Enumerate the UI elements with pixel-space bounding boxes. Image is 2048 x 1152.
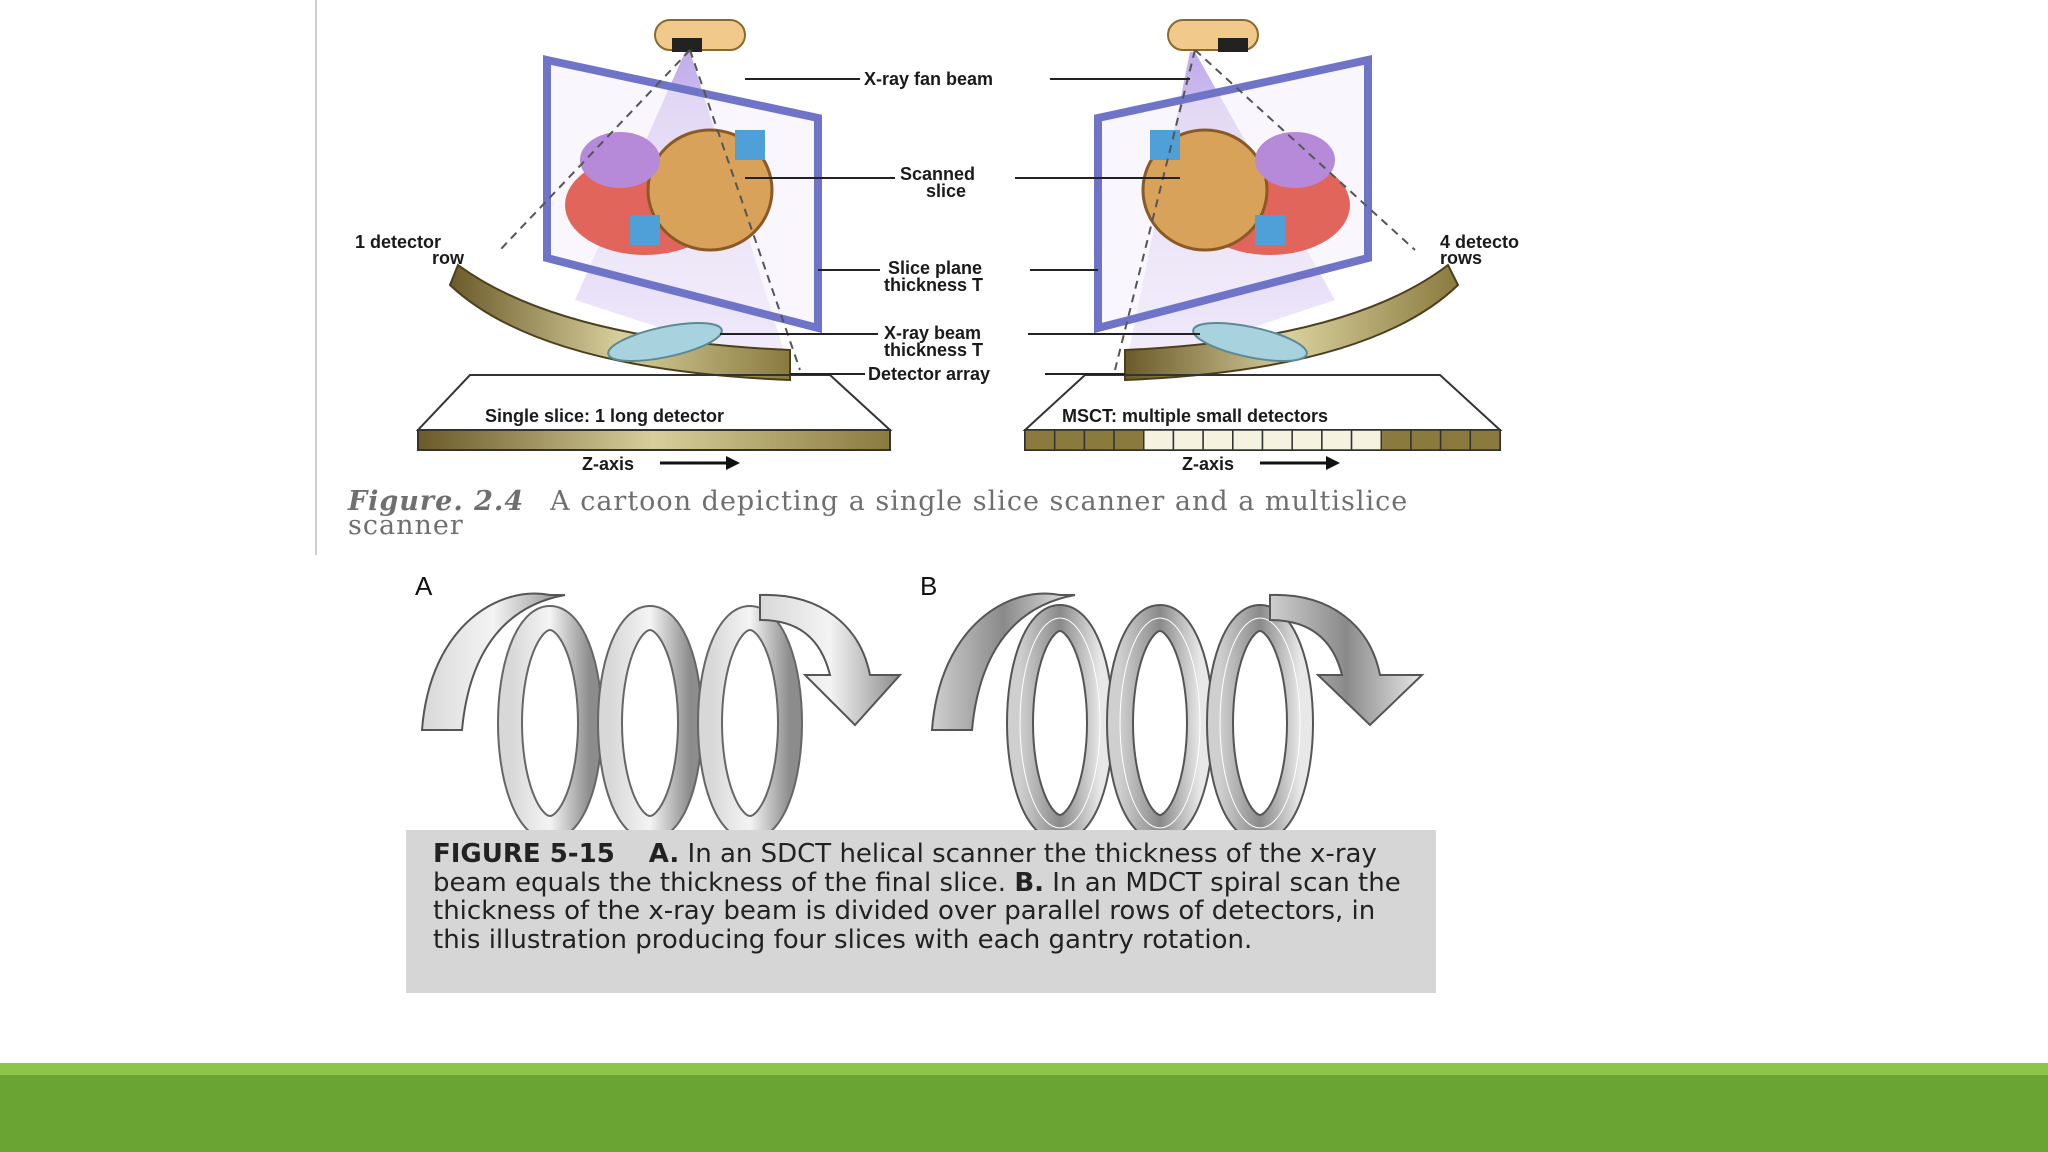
panel-label-a: A	[415, 571, 433, 601]
spiral-b-multislice	[930, 592, 1425, 835]
fan-beam-label: X-ray fan beam	[864, 69, 993, 89]
detector-array-label: Detector array	[868, 364, 990, 384]
msct-detector-cell	[1261, 429, 1293, 451]
center-labels: X-ray fan beam Scanned slice Slice plane…	[720, 66, 1200, 386]
panel-label-b: B	[920, 571, 937, 601]
msct-detector-cell	[1291, 429, 1323, 451]
spiral-a-single-slice	[420, 592, 903, 835]
single-slice-scanner: Single slice: 1 long detector Z-axis 1 d…	[355, 19, 893, 474]
four-detector-label-line2: rows	[1440, 248, 1482, 268]
heart-illustration-right	[1141, 128, 1350, 255]
msct-detector-cell	[1024, 429, 1056, 451]
figure-2-4-text: A cartoon depicting a single slice scann…	[348, 486, 1409, 541]
slice-plane-label-line1: Slice plane	[888, 258, 982, 278]
msct-detector-cells	[1024, 429, 1501, 451]
one-detector-label-line1: 1 detector	[355, 232, 441, 252]
figure-5-15-caption: FIGURE 5-15 A. In an SDCT helical scanner…	[433, 840, 1423, 954]
msct-detector-cell	[1053, 429, 1086, 451]
caption-a-label: A.	[648, 839, 680, 869]
z-axis-label-right: Z-axis	[1182, 454, 1234, 474]
multislice-scanner: MSCT: multiple small detectors Z-axis 4 …	[1022, 19, 1519, 474]
four-detector-label-line1: 4 detecto	[1440, 232, 1519, 252]
footer-accent-line	[0, 1063, 2048, 1075]
scanner-comparison-figure: Single slice: 1 long detector Z-axis 1 d…	[315, 0, 1519, 555]
scanned-slice-label-line2: slice	[926, 181, 966, 201]
detector-row-left	[448, 263, 791, 382]
figure-5-15-label: FIGURE 5-15	[433, 839, 615, 869]
msct-detector-cell	[1172, 429, 1204, 451]
one-detector-label-line2: row	[432, 248, 465, 268]
slice-plane-label-line2: thickness T	[884, 275, 983, 295]
heart-illustration-left	[565, 128, 774, 255]
single-slice-label: Single slice: 1 long detector	[485, 406, 724, 426]
figure-5-15-caption-box: FIGURE 5-15 A. In an SDCT helical scanner…	[406, 830, 1436, 993]
helical-scan-figure: A B	[415, 571, 1425, 835]
msct-detector-cell	[1350, 429, 1382, 451]
beam-thickness-ellipse-left	[607, 322, 723, 362]
long-detector-bar	[417, 429, 891, 451]
caption-b-label: B.	[1014, 867, 1045, 898]
msct-detector-cell	[1083, 429, 1115, 451]
beam-thickness-label-line1: X-ray beam	[884, 323, 981, 343]
msct-detector-cell	[1232, 429, 1264, 451]
msct-label: MSCT: multiple small detectors	[1062, 406, 1328, 426]
detector-rows-right	[1124, 263, 1460, 382]
scanned-slice-label-line1: Scanned	[900, 164, 975, 184]
z-axis-label-left: Z-axis	[582, 454, 634, 474]
msct-detector-cell	[1113, 429, 1145, 451]
caption-b-text: In an MDCT spiral scan the thickness of …	[433, 867, 1401, 955]
msct-detector-cell	[1410, 429, 1442, 451]
beam-thickness-label-line2: thickness T	[884, 340, 983, 360]
msct-detector-cell	[1321, 429, 1353, 451]
msct-detector-cell	[1202, 429, 1234, 451]
figure-2-4-label: Figure. 2.4	[348, 486, 525, 517]
msct-detector-cell	[1380, 429, 1412, 451]
msct-detector-cell	[1143, 429, 1175, 451]
caption-a-text: In an SDCT helical scanner the thickness…	[433, 839, 1377, 898]
msct-detector-cell	[1469, 429, 1501, 451]
footer-bar	[0, 1075, 2048, 1152]
beam-thickness-ellipse-right	[1192, 322, 1308, 362]
msct-detector-cell	[1439, 429, 1472, 451]
